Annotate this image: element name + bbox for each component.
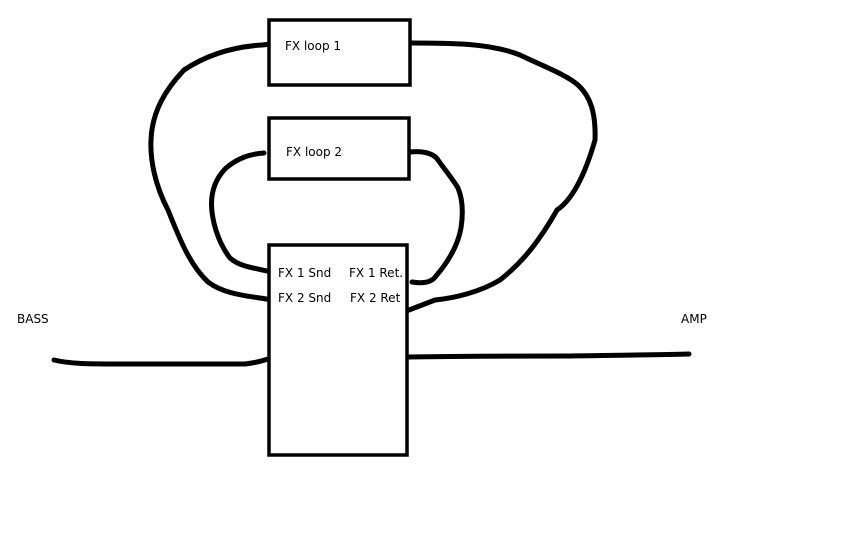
fx-loop-2-label: FX loop 2 xyxy=(286,145,342,159)
fx-loop-1-label: FX loop 1 xyxy=(285,39,341,53)
cable-unit-to-amp xyxy=(405,351,692,360)
cable-fx1-send-to-loop2 xyxy=(209,150,275,275)
cable-loop2-to-fx1-return xyxy=(407,149,465,286)
cable-fx2-send-to-loop1 xyxy=(148,41,275,303)
bass-label: BASS xyxy=(17,312,49,326)
fx1-send-label: FX 1 Snd xyxy=(278,266,331,280)
amp-label: AMP xyxy=(681,312,707,326)
fx2-send-label: FX 2 Snd xyxy=(278,291,331,305)
cable-loop1-to-fx2-return xyxy=(406,40,598,313)
main-unit-box: FX 1 Snd FX 1 Ret. FX 2 Snd FX 2 Ret xyxy=(267,243,409,457)
fx-loop-2-box: FX loop 2 xyxy=(267,116,411,181)
cable-bass-to-unit xyxy=(51,356,271,367)
fx2-return-label: FX 2 Ret xyxy=(350,291,401,305)
fx-loop-1-box: FX loop 1 xyxy=(267,18,412,87)
fx1-return-label: FX 1 Ret. xyxy=(349,266,403,280)
